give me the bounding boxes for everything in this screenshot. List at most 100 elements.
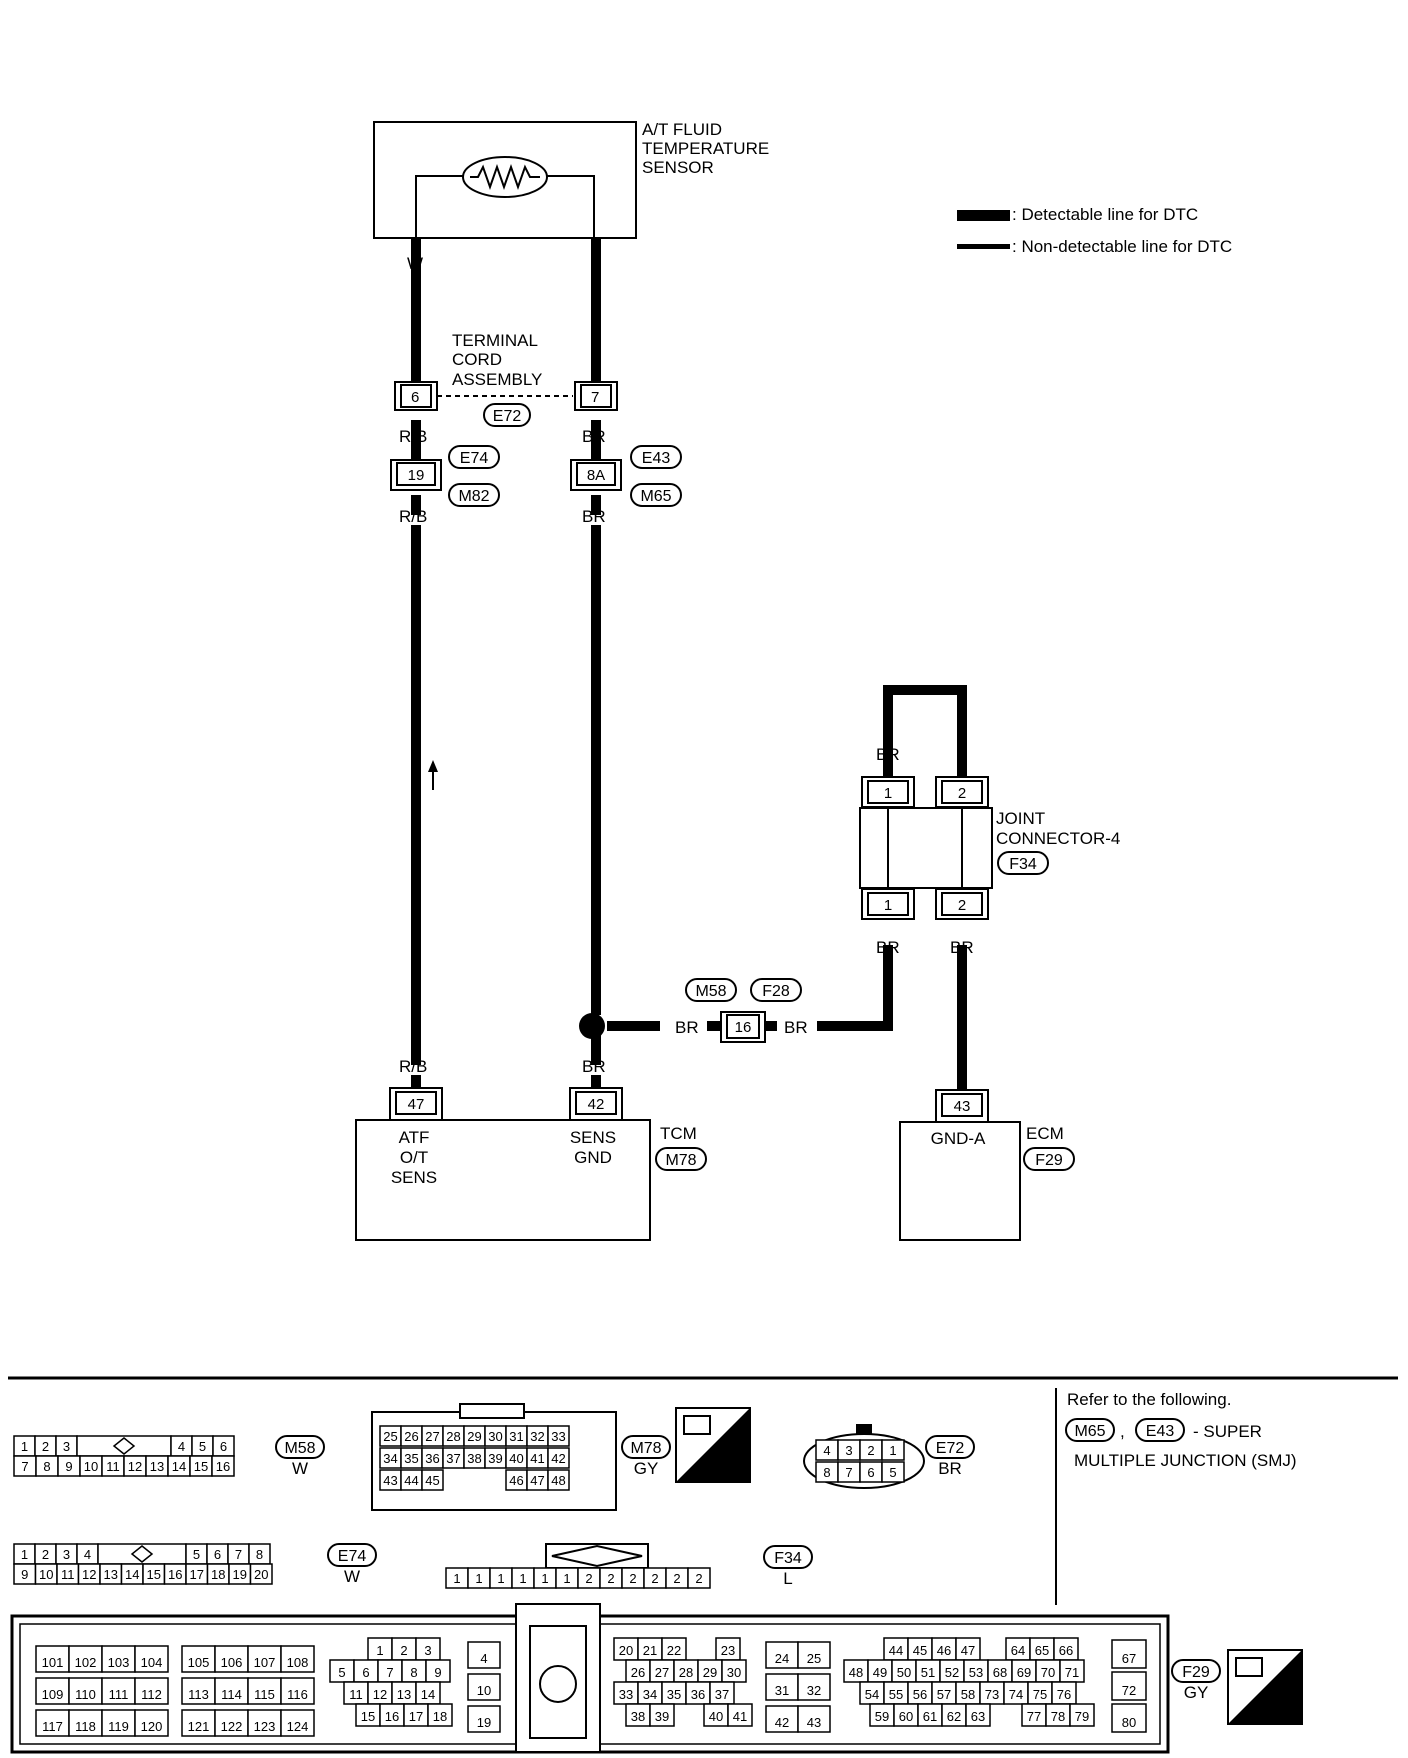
- pin-7: 7: [591, 389, 599, 406]
- m58-pin-3: 3: [63, 1439, 70, 1454]
- joint-connector-4: [859, 776, 993, 920]
- f29-pin-122-cell: [214, 1709, 249, 1737]
- f29-pin-72: 72: [1122, 1683, 1136, 1698]
- face-e72-badge: [925, 1435, 975, 1459]
- f29-pin-118: 118: [75, 1719, 96, 1734]
- f29-pin-76: 76: [1057, 1687, 1071, 1702]
- f29-pin-44: 44: [889, 1643, 903, 1658]
- f29-pin-63-cell: [965, 1703, 991, 1727]
- e72-pin-7: 7: [845, 1465, 852, 1480]
- f29-pin-79: 79: [1075, 1709, 1089, 1724]
- m58-pin-4: 4: [178, 1439, 185, 1454]
- e74-pin-20-cell: [249, 1563, 273, 1585]
- f29-pin-69: 69: [1017, 1665, 1031, 1680]
- f29-pin-103: 103: [108, 1655, 130, 1670]
- f29-pin-22: 22: [667, 1643, 681, 1658]
- f29-pin-104: 104: [141, 1655, 163, 1670]
- refer-line3: MULTIPLE JUNCTION (SMJ): [1074, 1451, 1297, 1470]
- e72-pin-8: 8: [823, 1465, 830, 1480]
- m78-pin-25: 25: [383, 1429, 397, 1444]
- wire-color-b: B: [590, 254, 601, 273]
- e74-pin-12: 12: [82, 1567, 96, 1582]
- refer-m65-label: M65: [1074, 1423, 1105, 1440]
- e72-pin-5: 5: [889, 1465, 896, 1480]
- connector-m82-badge: [448, 483, 500, 507]
- m78-pin-33-cell: [547, 1425, 570, 1447]
- face-m58-color: W: [292, 1459, 308, 1478]
- e74-pin-5: 5: [193, 1547, 200, 1562]
- m58-pin-16-cell: [211, 1455, 235, 1477]
- m78-pin-36: 36: [425, 1451, 439, 1466]
- f29-pin-120: 120: [141, 1719, 163, 1734]
- m58-pin-2: 2: [42, 1439, 49, 1454]
- connector-m65-badge: [630, 483, 682, 507]
- connector-e74-label: E74: [460, 450, 489, 467]
- f34-pin-2: 2: [585, 1571, 592, 1586]
- f29-pin-109: 109: [42, 1687, 64, 1702]
- e74-pin-9: 9: [21, 1567, 28, 1582]
- m58-pin-1: 1: [21, 1439, 28, 1454]
- connector-e43-m65-body: [570, 459, 622, 491]
- m58-diamond-key-icon: [112, 1437, 136, 1455]
- wire-color-br-1: BR: [582, 427, 606, 446]
- pin-6: 6: [411, 389, 419, 406]
- f29-pin-38: 38: [631, 1709, 645, 1724]
- face-m78-label: M78: [630, 1440, 661, 1457]
- refer-dash: - SUPER: [1193, 1422, 1262, 1441]
- sensor-name-line3: SENSOR: [642, 158, 714, 177]
- f29-pin-32-cell: [797, 1673, 831, 1701]
- sensor-name-line2: TEMPERATURE: [642, 139, 769, 158]
- tcm-term-sens2: SENS: [570, 1128, 616, 1147]
- f29-pin-39-cell: [649, 1703, 675, 1727]
- terminal-cord-connector-right: [574, 381, 618, 411]
- f29-pin-56: 56: [913, 1687, 927, 1702]
- f29-pin-45: 45: [913, 1643, 927, 1658]
- refer-e43-badge: [1135, 1418, 1185, 1442]
- m78-pin-29: 29: [467, 1429, 481, 1444]
- tcm-connector-pins: [389, 1087, 623, 1121]
- f29-pin-53: 53: [969, 1665, 983, 1680]
- e72-pin-1: 1: [889, 1443, 896, 1458]
- face-m58-label: M58: [284, 1440, 315, 1457]
- f29-pin-4: 4: [480, 1651, 487, 1666]
- connector-m58-label: M58: [695, 983, 726, 1000]
- face-m58-badge: [275, 1435, 325, 1459]
- f29-center-hole: [539, 1665, 577, 1703]
- f34-diamond-key-icon: [551, 1544, 643, 1568]
- f29-pin-122: 122: [221, 1719, 243, 1734]
- f29-pin-48: 48: [849, 1665, 863, 1680]
- f29-pin-50: 50: [897, 1665, 911, 1680]
- tcm-term-sens: SENS: [391, 1168, 437, 1187]
- f29-pin-80: 80: [1122, 1715, 1136, 1730]
- m58-pin-8: 8: [43, 1459, 50, 1474]
- e72-pin-4: 4: [823, 1443, 830, 1458]
- f29-pin-11: 11: [349, 1687, 363, 1702]
- wire-color-rb-3: R/B: [399, 1057, 427, 1076]
- f29-pin-106-cell: [214, 1645, 249, 1673]
- m78-pin-28: 28: [446, 1429, 460, 1444]
- f29-pin-73: 73: [985, 1687, 999, 1702]
- f29-pin-75: 75: [1033, 1687, 1047, 1702]
- pin-19: 19: [408, 467, 425, 484]
- f29-hs-icon-fill: [1228, 1650, 1302, 1724]
- e72-key: [856, 1424, 872, 1434]
- legend-detectable-text: : Detectable line for DTC: [1012, 205, 1198, 224]
- f29-pin-5: 5: [338, 1665, 345, 1680]
- face-e72-color: BR: [938, 1459, 962, 1478]
- m58-pin-13: 13: [150, 1459, 164, 1474]
- e74-pin-20: 20: [254, 1567, 268, 1582]
- f29-pin-116-cell: [280, 1677, 315, 1705]
- m78-pin-27: 27: [425, 1429, 439, 1444]
- wire-color-rb-1: R/B: [399, 427, 427, 446]
- f29-pin-71: 71: [1065, 1665, 1079, 1680]
- f29-pin-62: 62: [947, 1709, 961, 1724]
- terminal-cord-line2: CORD: [452, 350, 502, 369]
- connector-e43-label: E43: [642, 450, 671, 467]
- f29-pin-19: 19: [477, 1715, 491, 1730]
- f29-pin-29: 29: [703, 1665, 717, 1680]
- f29-pin-51: 51: [921, 1665, 935, 1680]
- f29-pin-65: 65: [1035, 1643, 1049, 1658]
- f29-pin-17: 17: [409, 1709, 423, 1724]
- f29-pin-118-cell: [68, 1709, 103, 1737]
- refer-m65-badge: [1065, 1418, 1115, 1442]
